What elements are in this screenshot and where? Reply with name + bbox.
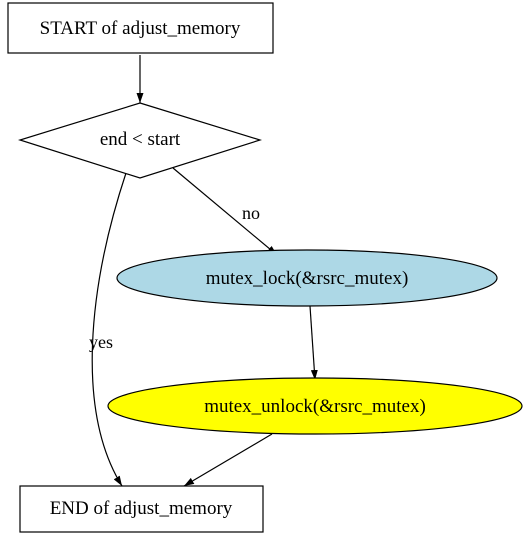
node-end: END of adjust_memory [19, 485, 264, 533]
edge-decision-to-end [91, 172, 127, 487]
start-label: START of adjust_memory [40, 18, 241, 39]
node-start: START of adjust_memory [7, 2, 274, 54]
lock-label: mutex_lock(&rsrc_mutex) [206, 268, 409, 289]
unlock-label: mutex_unlock(&rsrc_mutex) [204, 396, 426, 417]
edge-decision-to-lock [172, 167, 278, 256]
node-decision: end < start [17, 102, 263, 179]
decision-label: end < start [100, 129, 181, 150]
start-box [7, 2, 274, 54]
edge-unlock-to-end [183, 433, 273, 487]
lock-ellipse [116, 249, 498, 307]
node-unlock: mutex_unlock(&rsrc_mutex) [107, 377, 523, 435]
unlock-ellipse [107, 377, 523, 435]
end-box [19, 485, 264, 533]
edge-label-yes: yes [89, 332, 113, 352]
end-label: END of adjust_memory [50, 498, 233, 519]
node-lock: mutex_lock(&rsrc_mutex) [116, 249, 498, 307]
edge-lock-to-unlock [309, 305, 318, 381]
decision-diamond [17, 102, 263, 179]
edge-label-no: no [242, 203, 260, 223]
